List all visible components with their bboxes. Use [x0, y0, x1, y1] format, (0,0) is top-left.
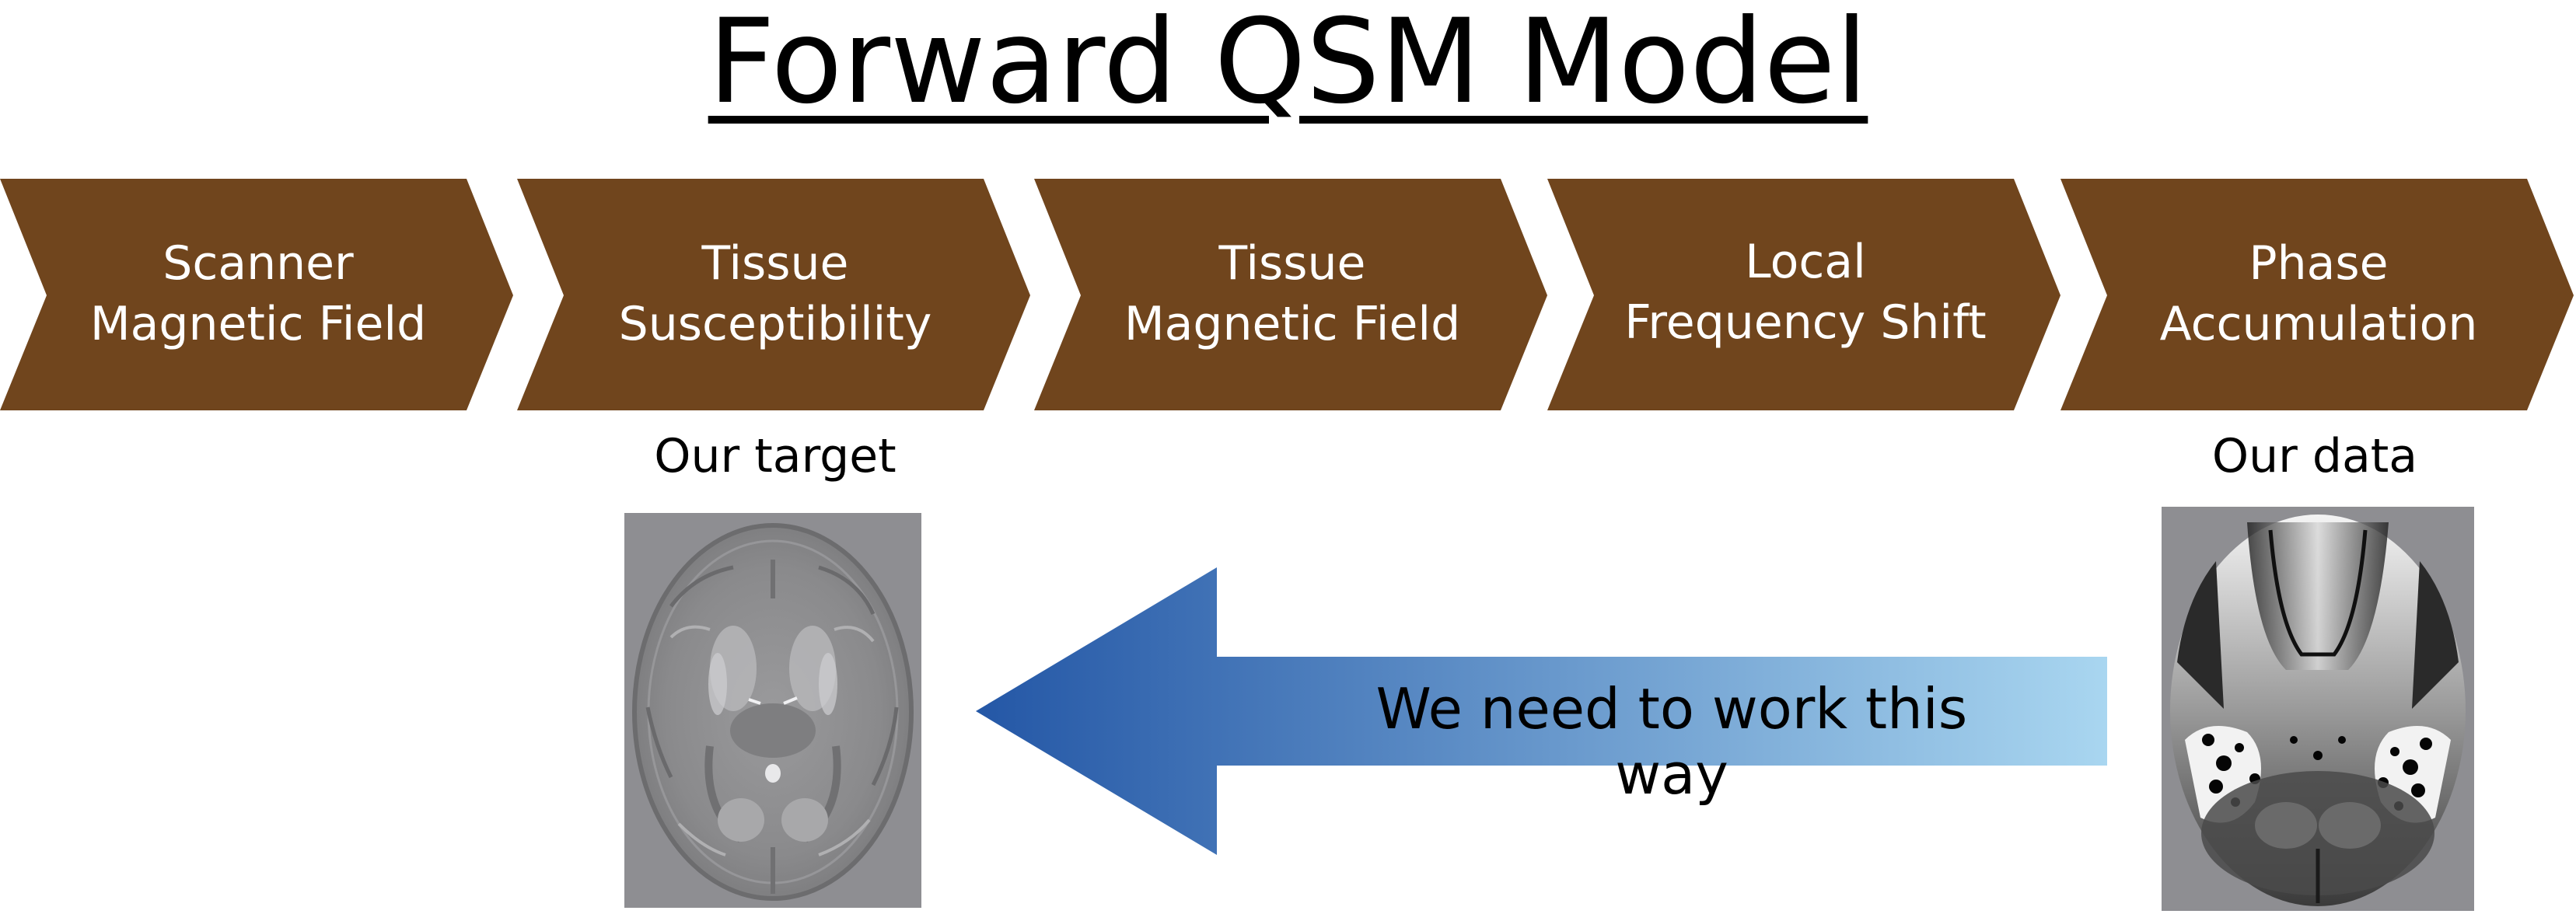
backward-direction-arrow	[976, 567, 2107, 855]
susceptibility-map-brain-image	[624, 513, 921, 908]
step-label-tissue-magnetic-field: Tissue Magnetic Field	[1075, 233, 1510, 354]
step-line2: Magnetic Field	[1124, 297, 1461, 351]
forward-model-chevrons	[0, 179, 2574, 410]
chevron-local-frequency-shift	[1547, 179, 2060, 410]
diagram-title: Forward QSM Model	[708, 0, 1868, 130]
left-panel-caption: Our target	[654, 429, 897, 483]
step-label-tissue-susceptibility: Tissue Susceptibility	[557, 233, 993, 354]
step-line1: Tissue	[1218, 236, 1366, 291]
step-line1: Local	[1745, 235, 1866, 289]
phase-map-brain-image	[2162, 507, 2474, 911]
step-label-scanner-magnetic-field: Scanner Magnetic Field	[40, 233, 476, 354]
step-label-local-frequency-shift: Local Frequency Shift	[1588, 232, 2023, 353]
step-line1: Tissue	[701, 236, 849, 291]
arrow-label: We need to work this way	[1375, 676, 1968, 807]
step-line1: Scanner	[163, 236, 354, 291]
chevron-tissue-magnetic-field	[1034, 179, 1547, 410]
chevron-tissue-susceptibility	[517, 179, 1030, 410]
step-line2: Accumulation	[2159, 297, 2478, 351]
chevron-phase-accumulation	[2060, 179, 2574, 410]
step-label-phase-accumulation: Phase Accumulation	[2101, 233, 2536, 354]
right-panel-caption: Our data	[2211, 429, 2418, 483]
step-line2: Frequency Shift	[1624, 295, 1987, 350]
chevron-scanner-magnetic-field	[0, 179, 513, 410]
step-line2: Susceptibility	[618, 297, 932, 351]
step-line1: Phase	[2249, 236, 2389, 291]
step-line2: Magnetic Field	[89, 297, 427, 351]
